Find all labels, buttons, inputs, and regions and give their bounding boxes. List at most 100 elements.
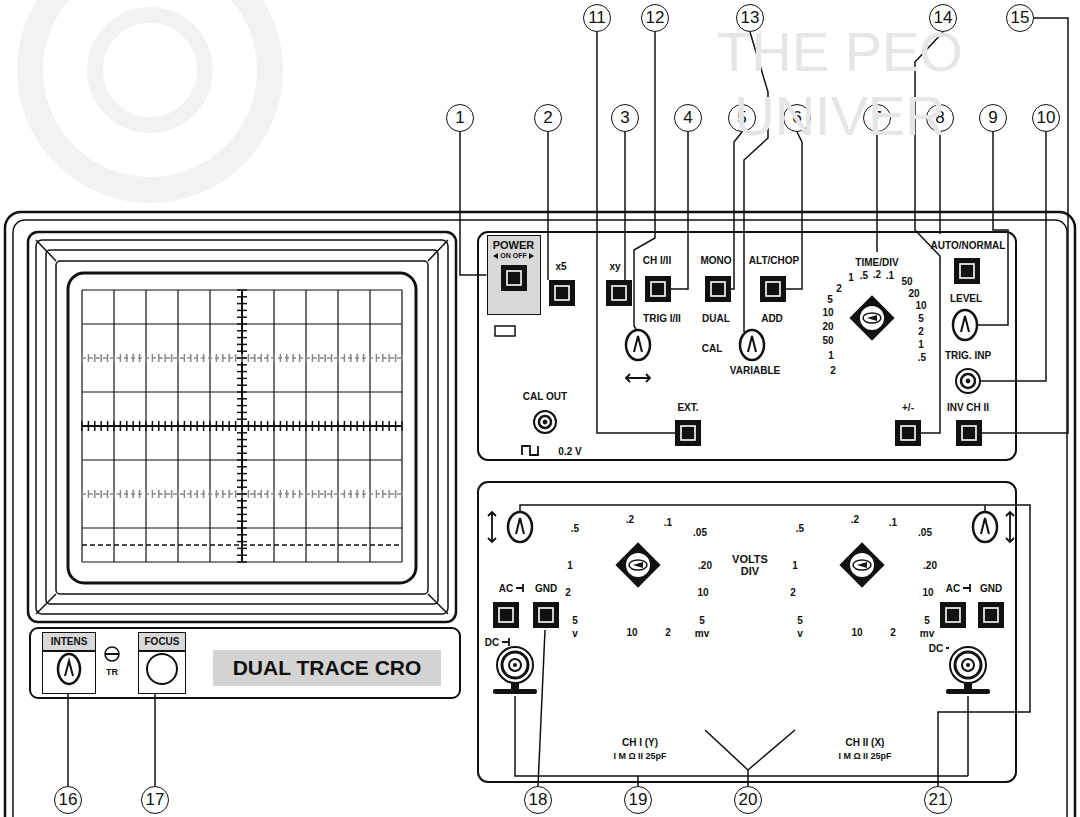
leader-line: [597, 32, 675, 433]
graticule: [292, 354, 294, 362]
leader-line: [705, 730, 795, 786]
graticule: [331, 490, 333, 498]
control-panel: [478, 482, 1016, 782]
graticule: [82, 323, 402, 324]
graticule: [177, 354, 179, 362]
jack-socket: [539, 416, 551, 428]
graticule: [237, 344, 247, 346]
graticule: [237, 405, 247, 407]
graticule: [237, 520, 247, 522]
control-knob: [740, 330, 764, 360]
scale-number: .1: [664, 517, 672, 528]
graticule: [350, 421, 352, 431]
graticule: [312, 354, 314, 362]
scale-number: 2: [918, 326, 924, 337]
callout-number: 15: [1006, 4, 1034, 32]
graticule: [237, 432, 247, 434]
scale-number: mv: [695, 628, 709, 639]
graticule: [312, 421, 314, 431]
push-button: [533, 602, 559, 628]
node-text: INTENS: [51, 633, 88, 649]
graticule: [184, 490, 186, 498]
callout-number: 21: [924, 786, 952, 814]
symbol: [522, 446, 538, 455]
leader-line: [982, 18, 1068, 433]
scale-number: 1: [848, 272, 854, 283]
graticule: [260, 421, 262, 431]
symbol: [1006, 512, 1014, 542]
callout-number: 1: [446, 104, 474, 132]
graticule: [280, 354, 282, 362]
graticule: [237, 398, 247, 400]
control-label: CAL: [702, 343, 723, 354]
graticule: [395, 490, 397, 498]
graticule: [324, 354, 326, 362]
leader-line: [538, 630, 545, 786]
scale-number: .2: [626, 514, 634, 525]
graticule: [164, 490, 166, 498]
graticule: [126, 421, 128, 431]
graticule: [216, 490, 218, 498]
callout-number: 18: [524, 786, 552, 814]
control-label: CAL OUT: [523, 391, 567, 402]
graticule: [280, 421, 282, 431]
node-text: 18: [529, 790, 548, 810]
graticule: [237, 337, 247, 339]
focus-knob: [142, 649, 182, 689]
callout-number: 3: [611, 104, 639, 132]
graticule: [237, 554, 247, 556]
leader-line: [939, 132, 941, 234]
graticule: [237, 384, 247, 386]
leader-line: [981, 132, 1046, 381]
graticule: [237, 303, 247, 305]
push-button: [493, 258, 1004, 628]
graticule: [299, 490, 301, 498]
graticule: [356, 421, 358, 431]
graticule: [237, 493, 247, 495]
watermark-logo: [30, 0, 270, 190]
graticule: [237, 486, 247, 488]
graticule: [237, 412, 247, 414]
name-plate: DUAL TRACE CRO: [213, 650, 441, 686]
graticule: [237, 418, 247, 420]
power-button: [500, 264, 528, 292]
graticule: [369, 354, 371, 362]
callout-number: 9: [979, 104, 1007, 132]
control-label: AC: [946, 583, 960, 594]
push-button: [493, 602, 519, 628]
scale-number: 5: [797, 615, 803, 626]
push-button: [645, 276, 671, 302]
graticule: [177, 490, 179, 498]
graticule: [82, 544, 402, 546]
node-text: 19: [629, 790, 648, 810]
graticule: [286, 490, 288, 498]
graticule: [401, 354, 403, 362]
graticule: [81, 354, 83, 362]
scale-number: .5: [571, 523, 579, 534]
graticule: [113, 290, 114, 562]
graticule: [120, 490, 122, 498]
callout-number: 12: [641, 4, 669, 32]
node-text: 12: [646, 8, 665, 28]
leader-line: [520, 505, 1030, 786]
graticule: [356, 354, 358, 362]
graticule: [305, 490, 307, 498]
callout-number: 2: [534, 104, 562, 132]
graticule: [145, 421, 147, 431]
scale-number: .2: [873, 269, 881, 280]
graticule: [82, 527, 402, 528]
graticule: [305, 290, 306, 562]
leader-line: [634, 32, 655, 329]
control-label: TRIG. INP: [945, 350, 991, 361]
control-label: MONO: [700, 255, 731, 266]
graticule: [237, 316, 247, 318]
graticule: [382, 490, 384, 498]
scale-number: 1: [567, 560, 573, 571]
graticule: [235, 490, 237, 498]
graticule: [177, 421, 179, 431]
graticule: [382, 421, 384, 431]
graticule: [237, 466, 247, 468]
graticule: [286, 354, 288, 362]
watermark-text: UNIVER: [734, 85, 946, 147]
